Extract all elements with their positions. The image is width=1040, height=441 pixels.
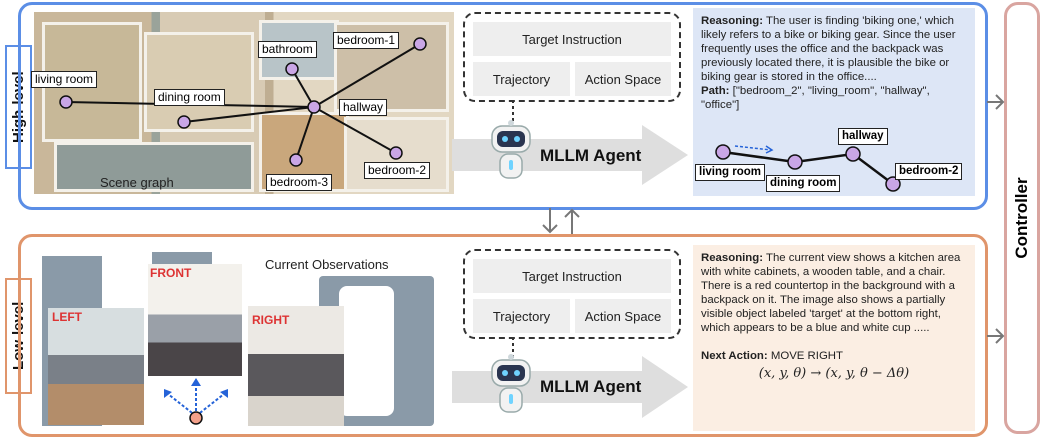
controller-label: Controller (1012, 177, 1031, 259)
high-dash-connector (512, 100, 514, 122)
low-reasoning-box: Reasoning: The current view shows a kitc… (693, 245, 975, 431)
node-bedroom-3 (289, 153, 303, 167)
left-view-image (48, 308, 144, 425)
front-view-image (148, 264, 242, 376)
path-node-hallway: hallway (838, 128, 888, 145)
low-reasoning-label: Reasoning: (701, 252, 764, 264)
updown-arrows (542, 208, 580, 234)
room-label-bedroom-2: bedroom-2 (364, 162, 431, 179)
controller-box: Controller (1004, 2, 1040, 434)
view-label-right: RIGHT (252, 313, 290, 327)
next-action-value: MOVE RIGHT (770, 350, 843, 362)
room-label-bathroom: bathroom (258, 41, 317, 58)
high-to-controller-arrow (987, 94, 1005, 110)
high-robot-icon (491, 120, 531, 179)
low-action-space: Action Space (575, 299, 671, 333)
high-inputs-box: Target Instruction Trajectory Action Spa… (463, 12, 681, 102)
room-label-bedroom-3: bedroom-3 (266, 174, 333, 191)
room-label-hallway: hallway (339, 99, 388, 116)
path-node-living-room: living room (695, 164, 765, 181)
path-diagram (715, 144, 901, 192)
node-dining-room (177, 115, 191, 129)
high-target-instruction: Target Instruction (473, 22, 671, 56)
view-label-left: LEFT (52, 310, 82, 324)
low-reasoning-text: The current view shows a kitchen area wi… (701, 252, 961, 334)
node-bathroom (285, 62, 299, 76)
pose-update-formula: (x, y, θ) → (x, y, θ − Δθ) (758, 366, 910, 381)
high-agent-label: MLLM Agent (540, 146, 642, 165)
low-robot-icon (491, 354, 531, 413)
low-agent-label: MLLM Agent (540, 377, 642, 396)
low-trajectory: Trajectory (473, 299, 570, 333)
low-to-controller-arrow (987, 328, 1005, 344)
scene-graph-caption: Scene graph (100, 175, 174, 190)
path-node-bedroom-2: bedroom-2 (895, 163, 963, 180)
next-action-label: Next Action: (701, 350, 768, 362)
low-target-instruction: Target Instruction (473, 259, 671, 293)
room-label-dining-room: dining room (154, 89, 225, 106)
low-inputs-box: Target Instruction Trajectory Action Spa… (463, 249, 681, 339)
low-level-panel (18, 234, 988, 437)
high-trajectory: Trajectory (473, 62, 570, 96)
scene-graph (59, 37, 427, 167)
node-bedroom-2 (389, 146, 403, 160)
high-path-label: Path: (701, 85, 730, 97)
node-living-room (59, 95, 73, 109)
high-level-panel (18, 2, 988, 210)
high-reasoning-label: Reasoning: (701, 15, 764, 27)
node-hallway (307, 100, 321, 114)
high-action-space: Action Space (575, 62, 671, 96)
view-label-front: FRONT (150, 266, 192, 280)
room-label-living-room: living room (31, 71, 98, 88)
agent-view-directions (164, 378, 228, 425)
path-node-dining-room: dining room (766, 175, 841, 192)
observations-caption: Current Observations (265, 257, 389, 272)
high-path-text: ["bedroom_2", "living_room", "hallway", … (701, 85, 930, 111)
right-view-image (248, 306, 344, 426)
node-bedroom-1 (413, 37, 427, 51)
room-label-bedroom-1: bedroom-1 (333, 32, 400, 49)
high-reasoning-text: The user is finding 'biking one,' which … (701, 15, 956, 83)
